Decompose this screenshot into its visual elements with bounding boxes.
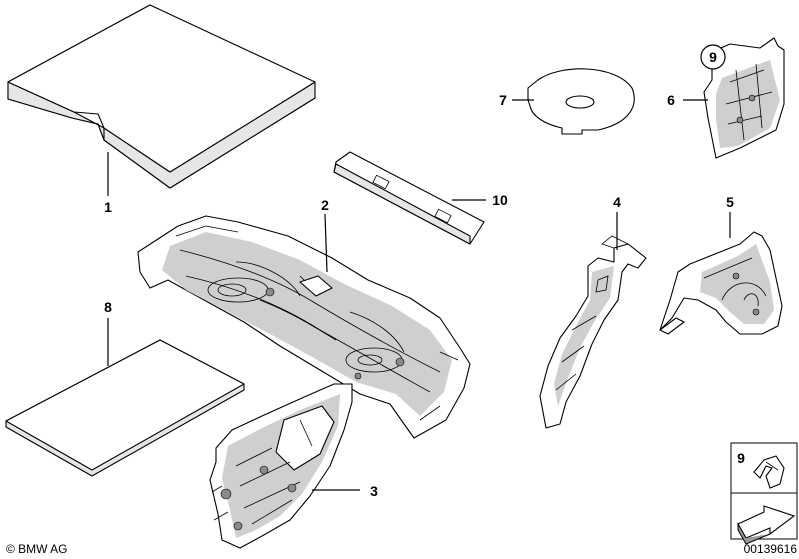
diagram-id: 00139616 bbox=[744, 542, 798, 556]
part-5-wheel-arch[interactable] bbox=[659, 231, 783, 335]
part-6-side-insulation[interactable] bbox=[703, 37, 785, 159]
part-7-disc[interactable] bbox=[527, 68, 635, 135]
view-direction-arrow-icon bbox=[737, 505, 796, 545]
callout-3: 3 bbox=[370, 483, 378, 499]
clip-icon bbox=[753, 455, 785, 489]
copyright-text: © BMW AG bbox=[6, 542, 68, 556]
callout-5: 5 bbox=[726, 194, 734, 210]
callout-7: 7 bbox=[499, 92, 507, 108]
part-3-side-insulation[interactable] bbox=[209, 383, 353, 549]
callout-9-circle: 9 bbox=[700, 44, 726, 70]
part-4-pillar-trim[interactable] bbox=[539, 235, 647, 429]
callout-6: 6 bbox=[667, 92, 675, 108]
legend-box: 9 bbox=[730, 442, 798, 545]
leader-2 bbox=[324, 213, 328, 273]
callout-2: 2 bbox=[321, 197, 329, 213]
callout-8: 8 bbox=[104, 299, 112, 315]
callout-9-label: 9 bbox=[709, 49, 717, 65]
legend-item-number: 9 bbox=[737, 450, 745, 466]
callout-10: 10 bbox=[492, 192, 508, 208]
callout-1: 1 bbox=[104, 199, 112, 215]
part-8-flat-mat[interactable] bbox=[5, 339, 245, 477]
part-10-strip[interactable] bbox=[333, 151, 485, 245]
part-2-rear-insulation[interactable] bbox=[137, 215, 471, 439]
part-1-floor-panel[interactable] bbox=[7, 4, 316, 189]
callout-4: 4 bbox=[613, 194, 621, 210]
